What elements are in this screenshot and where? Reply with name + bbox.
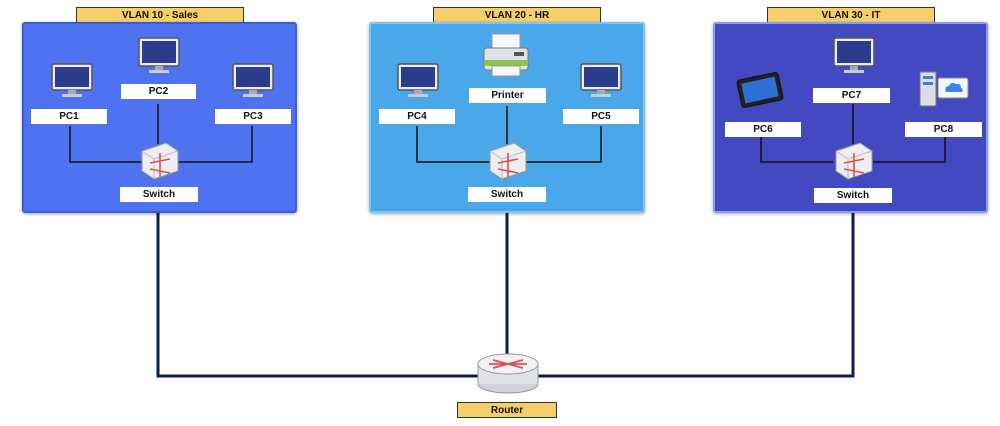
router-icon	[475, 348, 541, 401]
device-label-printer: Printer	[469, 88, 546, 103]
monitor-icon	[137, 36, 181, 81]
switch-label-vlan10: Switch	[120, 187, 198, 202]
switch-label-vlan30: Switch	[814, 188, 892, 203]
switch-icon	[136, 139, 182, 186]
trunk-link-vlan10	[156, 203, 480, 378]
vlan30-title: VLAN 30 - IT	[767, 7, 935, 23]
device-label-pc6: PC6	[725, 122, 801, 137]
switch-icon	[830, 139, 876, 186]
tablet-icon	[735, 71, 785, 113]
monitor-icon	[50, 62, 94, 103]
vlan30-links	[760, 104, 946, 163]
switch-label-vlan20: Switch	[468, 187, 546, 202]
device-label-pc5: PC5	[563, 109, 639, 124]
router-label: Router	[457, 402, 557, 418]
device-label-pc3: PC3	[215, 109, 291, 124]
monitor-icon	[231, 62, 275, 103]
vlan20-title: VLAN 20 - HR	[433, 7, 601, 23]
server-cloud-icon	[918, 70, 970, 113]
device-label-pc8: PC8	[905, 122, 982, 137]
vlan10-links	[69, 104, 253, 163]
vlan10-title: VLAN 10 - Sales	[76, 7, 244, 23]
trunk-link-vlan30	[535, 203, 855, 378]
device-label-pc4: PC4	[379, 109, 455, 124]
vlan20-links	[416, 106, 602, 163]
monitor-icon	[832, 36, 876, 81]
monitor-icon	[579, 62, 623, 103]
switch-icon	[484, 139, 530, 186]
device-label-pc1: PC1	[31, 109, 107, 124]
printer-icon	[480, 32, 532, 85]
device-label-pc7: PC7	[813, 88, 890, 103]
monitor-icon	[396, 62, 440, 103]
device-label-pc2: PC2	[121, 84, 196, 99]
